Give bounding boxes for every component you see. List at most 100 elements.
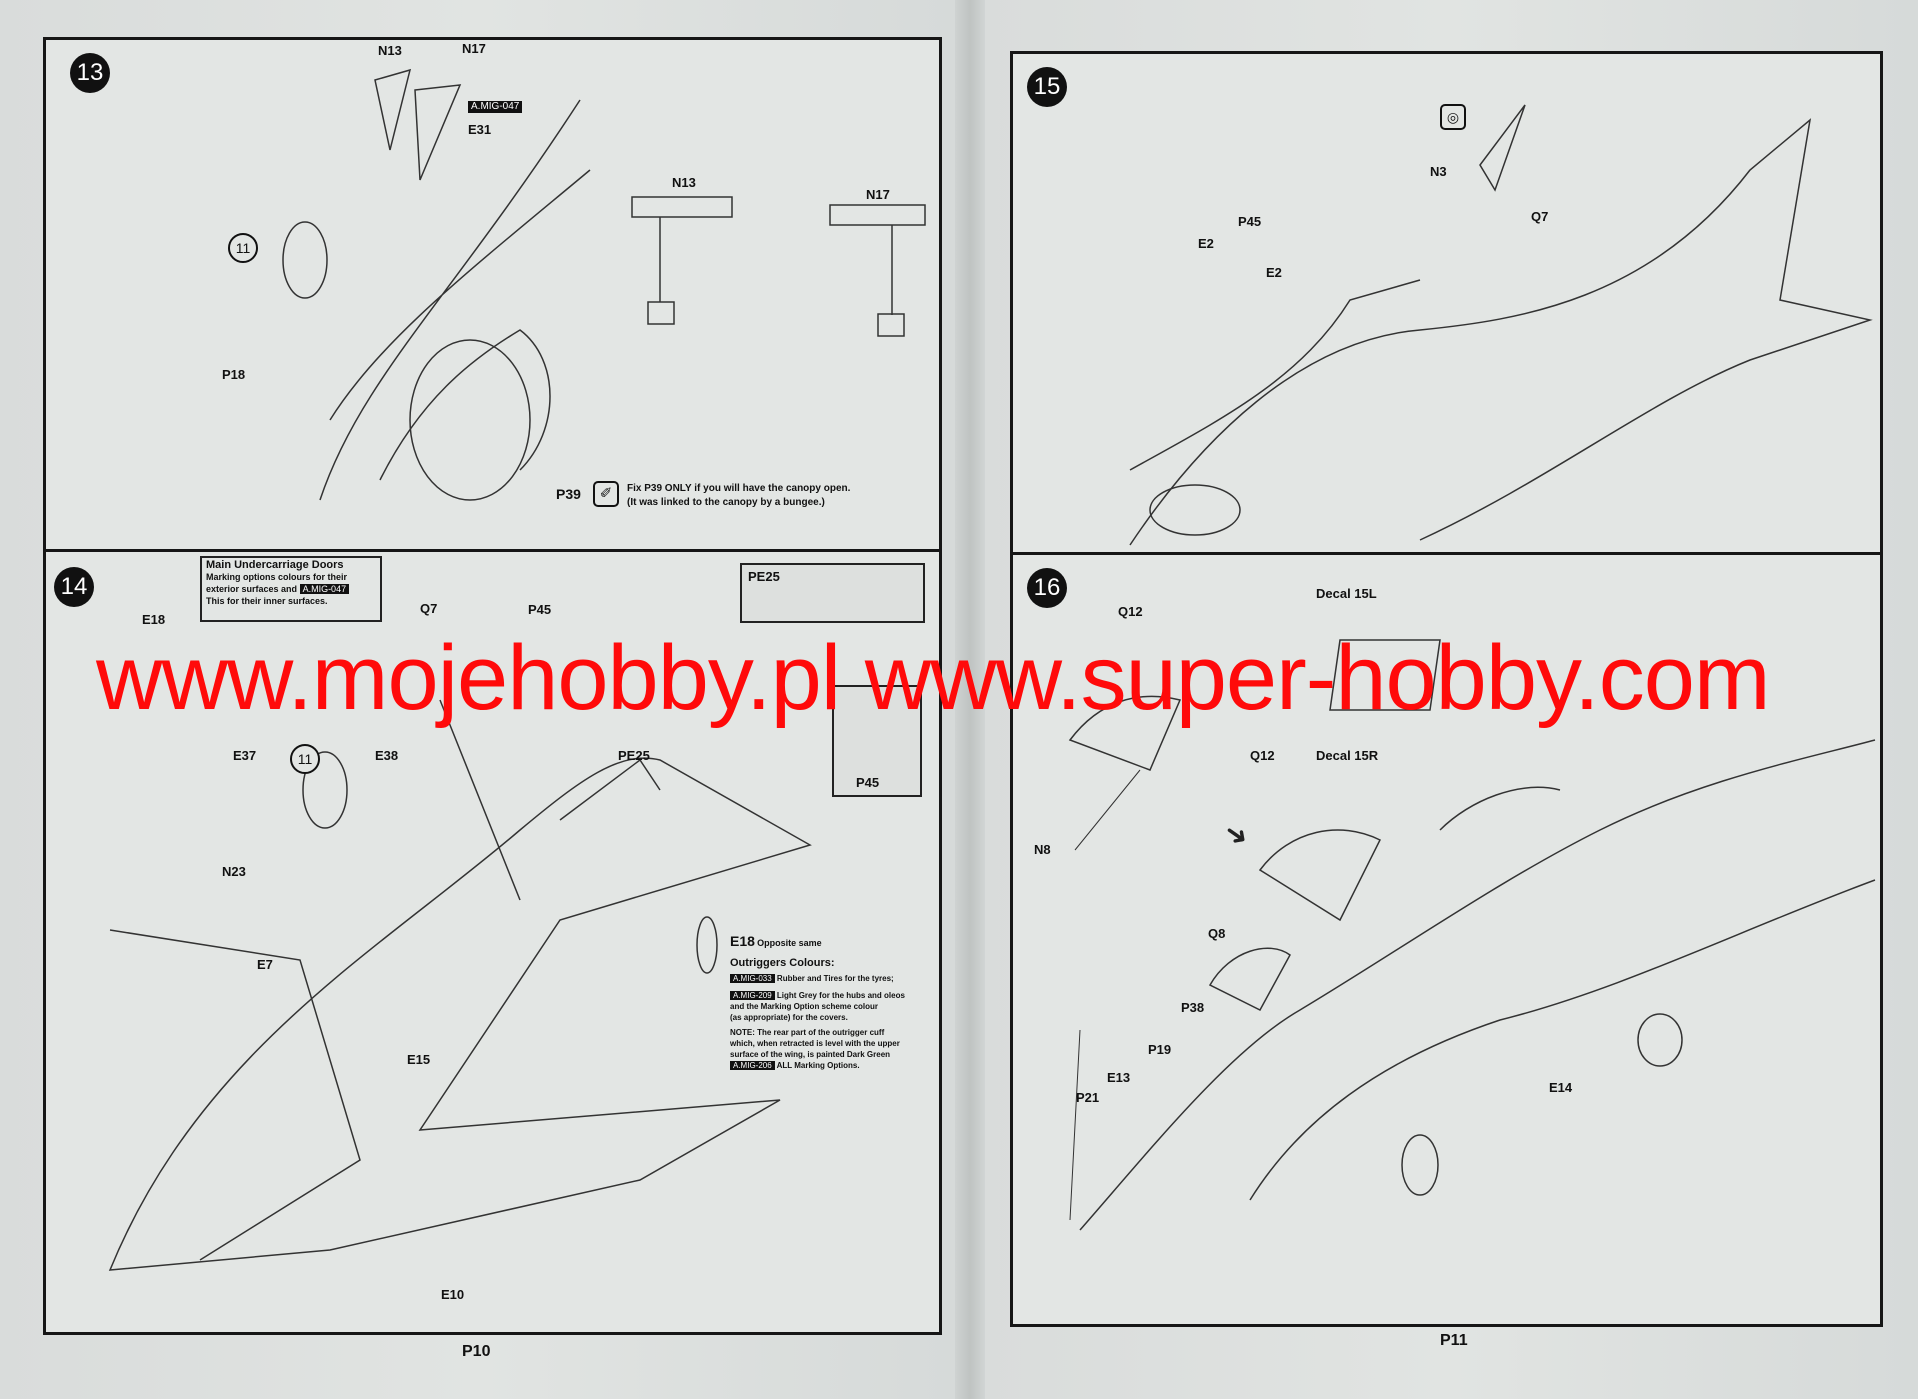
- outrigger-text2b: and the Marking Option scheme colour: [730, 1002, 879, 1011]
- binding-gutter: [955, 0, 985, 1399]
- part-label-p18: P18: [222, 367, 246, 382]
- outrigger-notes: E18 Opposite same Outriggers Colours: A.…: [730, 933, 930, 1071]
- step16-canopy-q12: [1068, 695, 1182, 771]
- step14-aircraft-drawing: [108, 757, 812, 1271]
- step16-canopy-frame: [1258, 829, 1382, 922]
- outrigger-text1: Rubber and Tires for the tyres;: [776, 974, 894, 983]
- step15-cockpit: [1149, 484, 1241, 536]
- step-14-badge: 14: [54, 567, 94, 607]
- part-label-n13-detail: N13: [672, 175, 696, 190]
- outrigger-e18-note: Opposite same: [757, 938, 822, 948]
- outrigger-note3: surface of the wing, is painted Dark Gre…: [730, 1050, 891, 1059]
- part-label-p39: P39: [556, 486, 581, 502]
- outrigger-tag1: A.MIG-033: [730, 974, 775, 983]
- step13-door-details: [631, 196, 926, 226]
- part-label-e2: E2: [1266, 265, 1282, 280]
- part-label-n23: N23: [222, 864, 246, 879]
- left-page-frame: [43, 37, 942, 1335]
- part-label-q7: Q7: [1531, 209, 1549, 224]
- decal-label-15l: Decal 15L: [1316, 586, 1377, 601]
- part-label-q8: Q8: [1208, 926, 1226, 941]
- step13-wheel: [282, 221, 328, 299]
- step-divider-right: [1010, 552, 1880, 555]
- undercarriage-box-tag: A.MIG-047: [299, 584, 350, 594]
- part-label-e14: E14: [1549, 1080, 1573, 1095]
- step-15-badge: 15: [1027, 67, 1067, 107]
- part-label-n17: N17: [462, 41, 486, 56]
- step-13-badge: 13: [70, 53, 110, 93]
- inset-label-p45: P45: [856, 775, 880, 790]
- part-label-n3: N3: [1430, 164, 1447, 179]
- step15-aircraft-drawing: [1129, 118, 1873, 546]
- step16-leader-lines: [1069, 769, 1141, 1221]
- undercarriage-box-line3: This for their inner surfaces.: [206, 596, 328, 606]
- page-number-left: P10: [462, 1343, 491, 1360]
- part-label-pe25: PE25: [618, 748, 650, 763]
- outrigger-e18-label: E18: [730, 933, 755, 949]
- part-label-e2: E2: [1198, 236, 1214, 251]
- part-label-n13: N13: [378, 43, 402, 58]
- part-label-p38: P38: [1181, 1000, 1205, 1015]
- part-label-e37: E37: [233, 748, 257, 763]
- part-label-n17-detail: N17: [866, 187, 890, 202]
- step16-main-wheel: [1637, 1013, 1683, 1067]
- step16-nose-wheel: [1401, 1134, 1439, 1196]
- step13-doors: [374, 68, 462, 181]
- part-label-p19: P19: [1148, 1042, 1172, 1057]
- step15-n3-part: [1479, 104, 1526, 192]
- part-label-p45: P45: [528, 602, 552, 617]
- undercarriage-box-title: Main Undercarriage Doors: [206, 559, 344, 571]
- page-number-right: P11: [1440, 1332, 1468, 1349]
- subassembly-ref-11: 11: [290, 744, 320, 774]
- p39-note-line1: Fix P39 ONLY if you will have the canopy…: [627, 483, 851, 494]
- p45-inset: P45: [832, 685, 922, 797]
- part-label-e38: E38: [375, 748, 399, 763]
- step16-aircraft-drawing: [1079, 739, 1876, 1231]
- subassembly-ref-11: 11: [228, 233, 258, 263]
- part-label-q12: Q12: [1118, 604, 1143, 619]
- part-label-q12: Q12: [1250, 748, 1275, 763]
- outrigger-text2a: Light Grey for the hubs and oleos: [776, 991, 905, 1000]
- part-label-e31: E31: [468, 122, 492, 137]
- part-label-q7: Q7: [420, 601, 438, 616]
- step13-intake: [409, 339, 531, 501]
- outrigger-title: Outriggers Colours:: [730, 957, 835, 969]
- paint-tag: A.MIG-047: [468, 101, 523, 113]
- undercarriage-box-line1: Marking options colours for their: [206, 572, 348, 582]
- p39-note-line2: (It was linked to the canopy by a bungee…: [627, 497, 825, 508]
- pe25-inset: PE25: [740, 563, 925, 623]
- undercarriage-box-line2: exterior surfaces and: [206, 584, 298, 594]
- part-label-n8: N8: [1034, 842, 1051, 857]
- glue-icon: ◎: [1440, 104, 1466, 130]
- step14-leader-lines: [439, 699, 661, 901]
- watermark: www.mojehobby.pl www.super-hobby.com: [96, 627, 1771, 729]
- optional-icon: ✐: [593, 481, 619, 507]
- right-page-frame: [1010, 51, 1883, 1327]
- part-label-p45: P45: [1238, 214, 1262, 229]
- step-16-badge: 16: [1027, 568, 1067, 608]
- part-label-e18: E18: [142, 612, 166, 627]
- part-label-e10: E10: [441, 1287, 465, 1302]
- step13-detail-plate: [647, 301, 675, 325]
- step-divider-left: [43, 549, 939, 552]
- outrigger-tag2: A.MIG-209: [730, 991, 775, 1000]
- step13-detail-plate: [877, 313, 905, 337]
- outrigger-note1: NOTE: The rear part of the outrigger cuf…: [730, 1028, 885, 1037]
- step14-wheel: [302, 751, 348, 829]
- step14-outrigger-wheel: [696, 916, 718, 974]
- outrigger-note2: which, when retracted is level with the …: [730, 1039, 900, 1048]
- part-label-p21: P21: [1076, 1090, 1100, 1105]
- outrigger-tag3: A.MIG-206: [730, 1061, 775, 1070]
- undercarriage-doors-box: Main Undercarriage Doors Marking options…: [200, 556, 382, 622]
- outrigger-text3: ALL Marking Options.: [776, 1061, 860, 1070]
- step13-fuselage-drawing: [319, 99, 591, 501]
- part-label-e13: E13: [1107, 1070, 1131, 1085]
- step16-windscreen-q8: [1208, 947, 1291, 1011]
- outrigger-text2c: (as appropriate) for the covers.: [730, 1013, 848, 1022]
- part-label-e7: E7: [257, 957, 273, 972]
- p39-note: Fix P39 ONLY if you will have the canopy…: [627, 482, 850, 510]
- inset-label-pe25: PE25: [748, 569, 780, 584]
- part-label-e15: E15: [407, 1052, 431, 1067]
- step13-leader-lines: [659, 217, 893, 315]
